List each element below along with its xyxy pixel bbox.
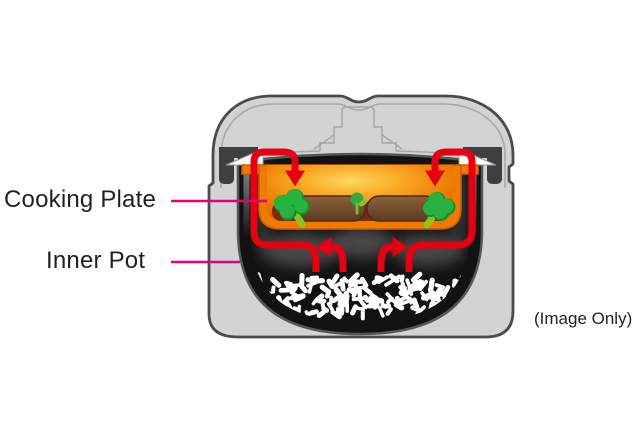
steam-flow-arrows [250,148,476,272]
broccoli-left [274,189,310,228]
herb-center [350,192,367,215]
steam-arrow-right-loop [405,148,476,272]
image-only-caption: (Image Only) [534,309,633,328]
lid-seam-line [220,103,506,188]
pot-wall-stripe-left [243,157,250,237]
steam-arrow-left-loop [250,148,320,272]
steam-arrow-left-under [315,237,347,272]
inner-pot-label: Inner Pot [46,247,146,274]
cooking-plate-label: Cooking Plate [4,186,157,213]
broccoli-right [423,192,456,229]
steam-vent-outline [319,106,397,151]
steam-arrow-right-under [377,237,409,272]
plate-food [272,189,456,229]
